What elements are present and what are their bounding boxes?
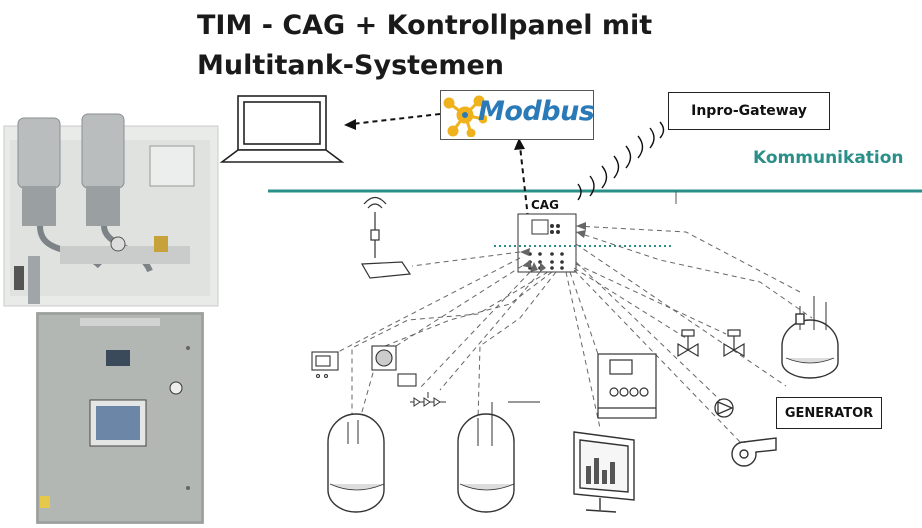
tank-icon	[327, 413, 385, 513]
generator-box: GENERATOR	[776, 397, 882, 429]
field-links	[337, 225, 813, 445]
cag-label: CAG	[531, 198, 559, 212]
control-panel-photo	[36, 312, 204, 524]
control-cabinet-icon	[597, 353, 657, 419]
generator-tank-icon	[781, 296, 839, 379]
kommunikation-label: Kommunikation	[753, 148, 904, 168]
modbus-label: Modbus	[478, 96, 595, 127]
title-line-1: TIM - CAG + Kontrollpanel mit	[197, 10, 653, 41]
valve-row-icon	[410, 392, 446, 407]
modbus-to-laptop-link	[351, 113, 441, 125]
pump-icon	[714, 398, 734, 418]
antenna-router-icon	[360, 196, 412, 279]
blower-icon	[731, 437, 777, 467]
tank-icon	[457, 401, 540, 513]
modbus-box	[440, 90, 594, 140]
sensor-icon	[311, 345, 417, 387]
valve-icon	[677, 329, 745, 358]
wifi-signal-icon	[577, 121, 665, 201]
pump-unit-photo	[3, 113, 219, 307]
page-title: TIM - CAG + Kontrollpanel mit Multitank-…	[197, 6, 652, 86]
inpro-gateway-box: Inpro-Gateway	[668, 92, 830, 130]
modbus-logo-icon	[443, 95, 487, 137]
title-line-2: Multitank-Systemen	[197, 50, 505, 81]
monitor-chart-icon	[573, 431, 635, 513]
cag-to-modbus-link	[519, 145, 529, 219]
laptop-icon	[219, 95, 345, 163]
